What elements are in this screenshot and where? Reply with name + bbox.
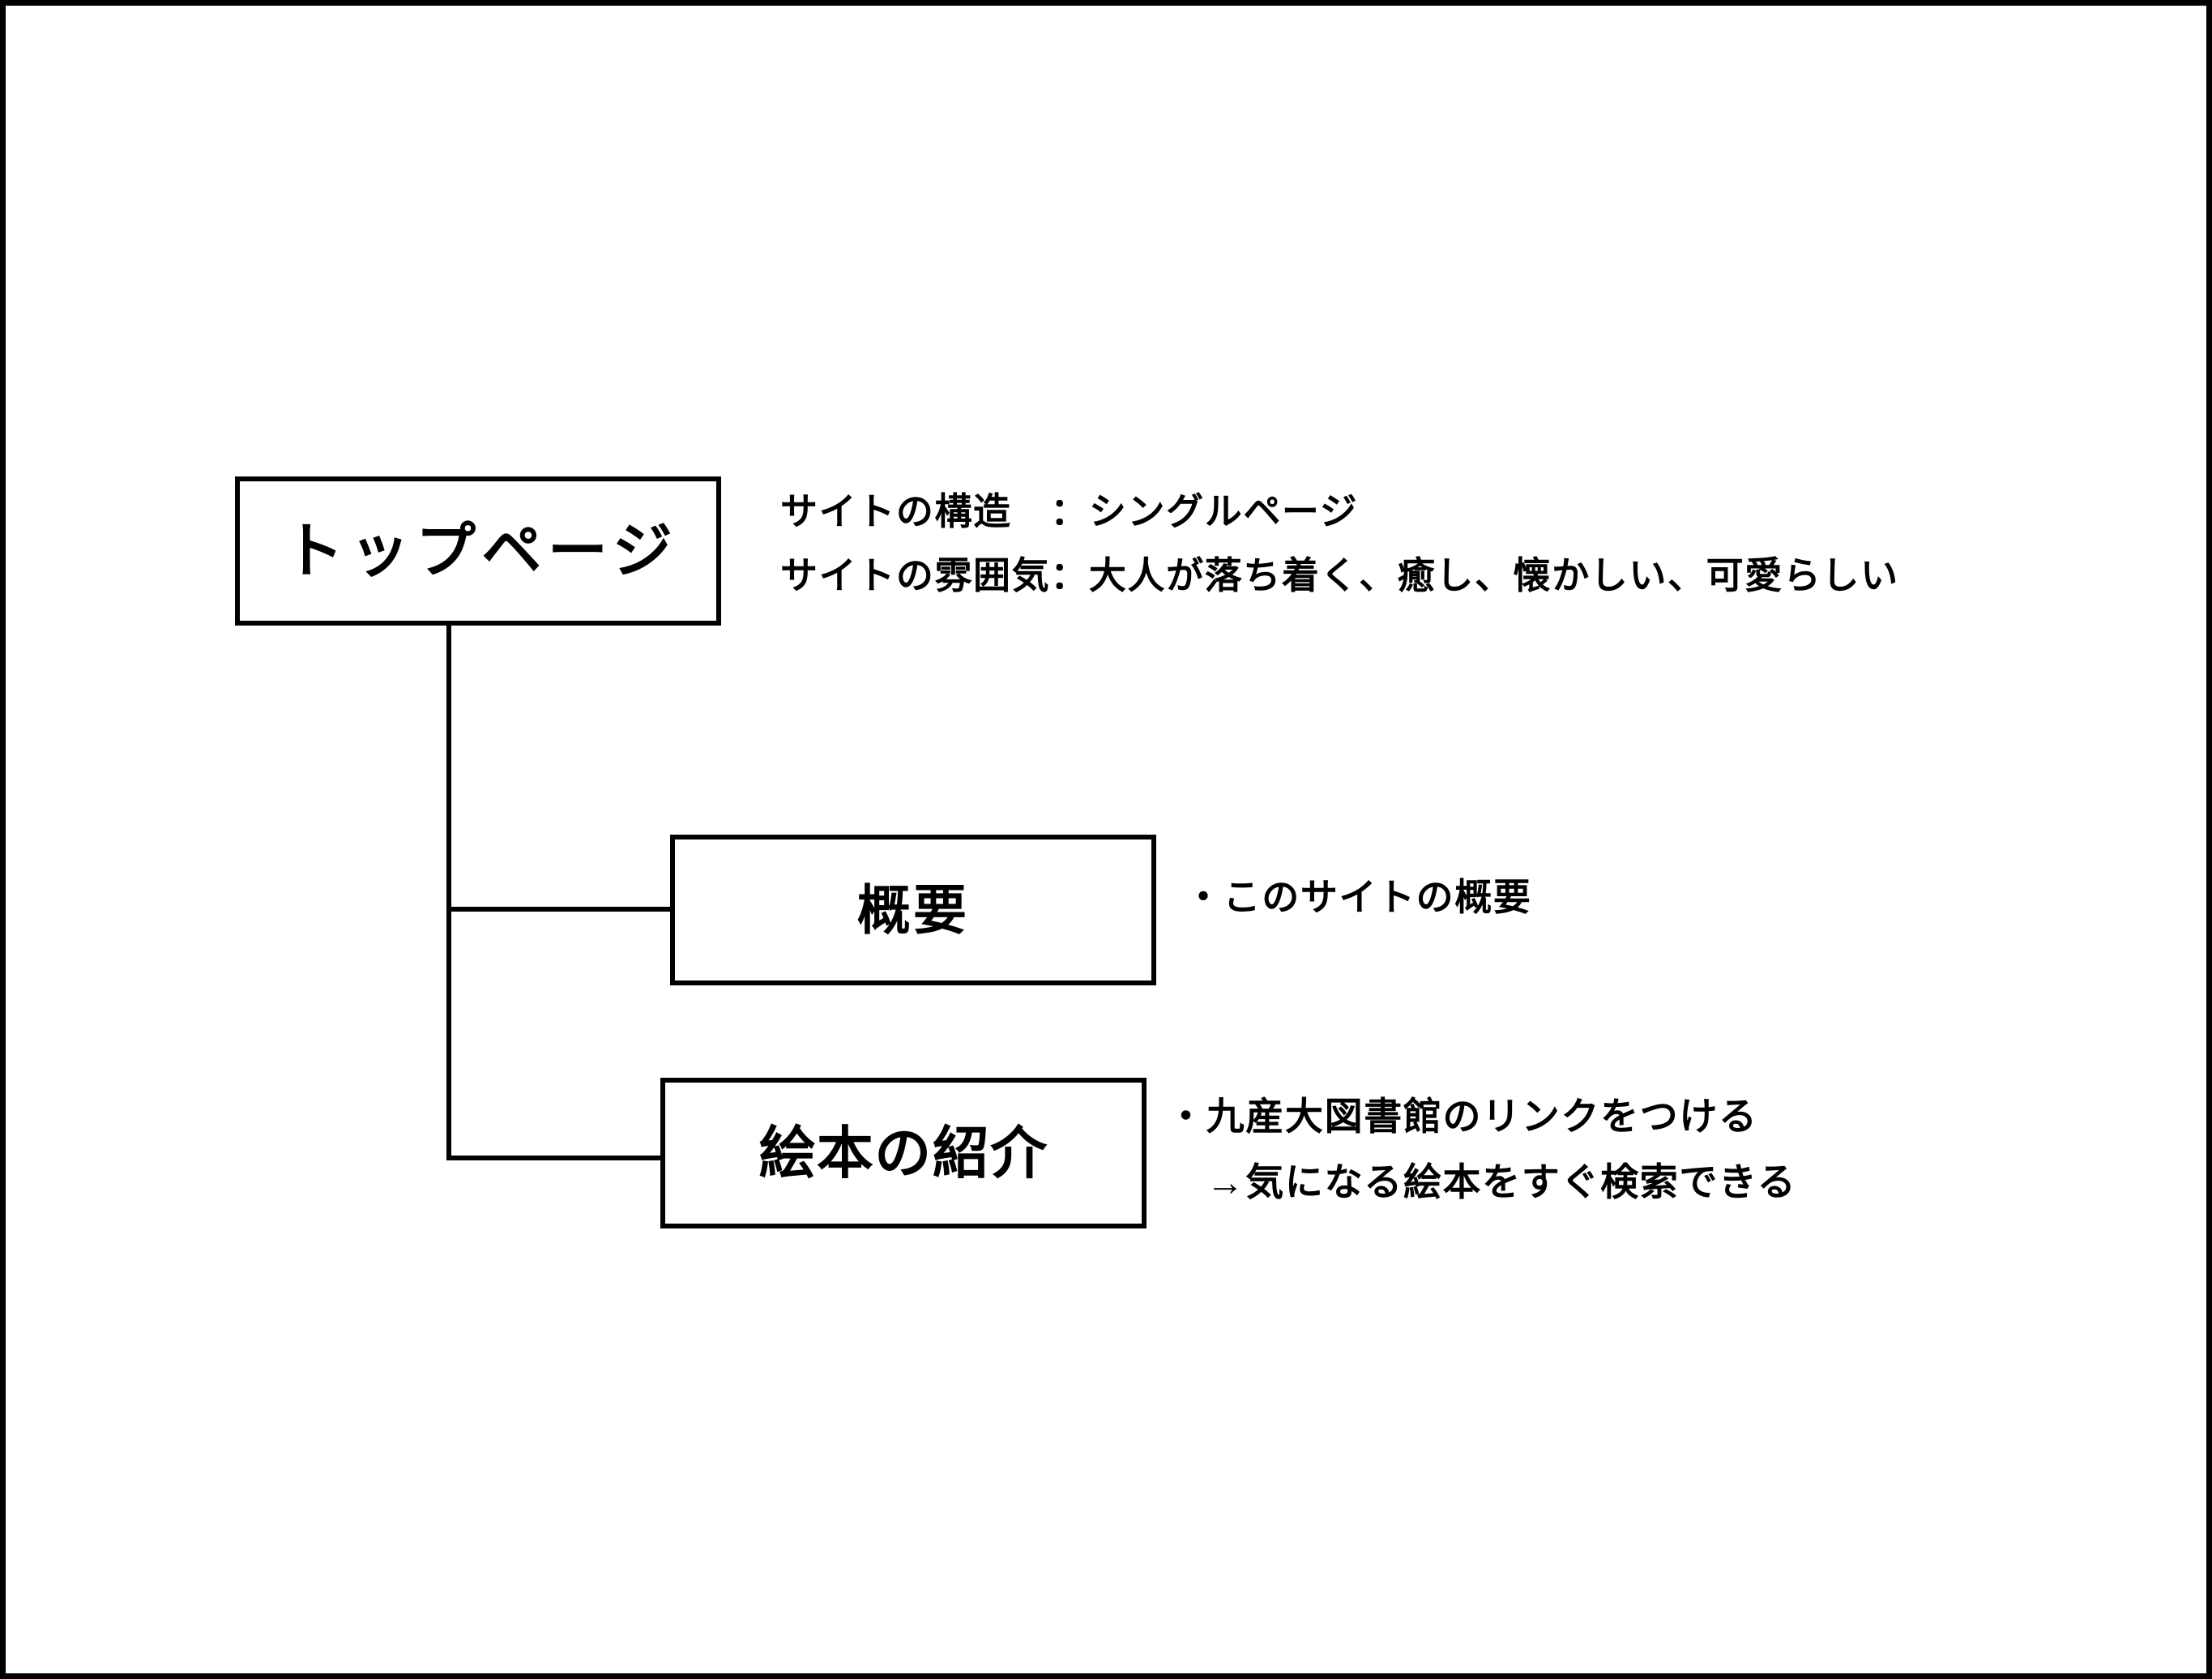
connector-branch-overview [446,907,675,912]
annotation-top-page: サイトの構造 ：シングルページ サイトの雰囲気：大人が落ち着く、癒し、懐かしい、… [780,480,1899,608]
annotation-overview: ・このサイトの概要 [1185,865,1532,929]
annotation-books-line-2: →気になる絵本をすぐ検索できる [1167,1160,1797,1203]
node-overview-label: 概要 [856,880,970,940]
node-top-page[interactable]: トップページ [235,476,721,626]
connector-trunk-vertical [446,621,451,1160]
node-picture-book-intro[interactable]: 絵本の紹介 [660,1078,1147,1228]
connector-branch-books [446,1156,665,1160]
annotation-site-structure: サイトの構造 ：シングルページ [780,490,1359,532]
annotation-picture-book-intro: ・九産大図書館のリンクをつける →気になる絵本をすぐ検索できる [1167,1084,1796,1215]
node-overview[interactable]: 概要 [670,835,1156,985]
annotation-books-line-1: ・九産大図書館のリンクをつける [1167,1095,1758,1138]
node-picture-book-intro-label: 絵本の紹介 [758,1121,1048,1185]
node-top-page-label: トップページ [284,517,679,584]
annotation-overview-line-1: ・このサイトの概要 [1185,876,1532,918]
annotation-site-atmosphere: サイトの雰囲気：大人が落ち着く、癒し、懐かしい、可愛らしい [780,554,1899,597]
